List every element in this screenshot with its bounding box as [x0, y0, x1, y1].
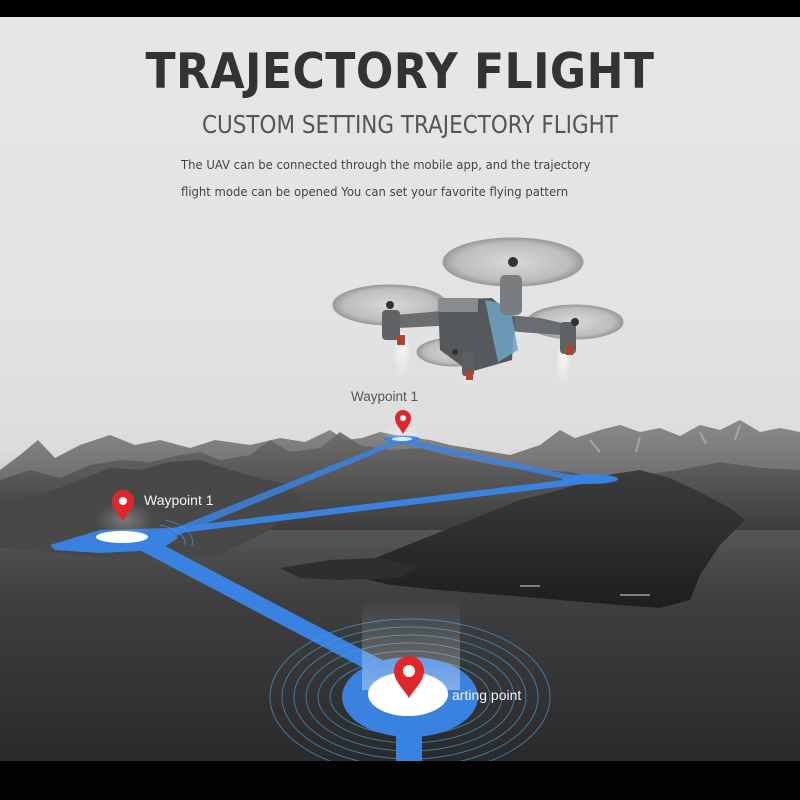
snow-streaks: [520, 424, 741, 596]
trajectory-flight-banner: TRAJECTORY FLIGHT CUSTOM SETTING TRAJECT…: [0, 17, 800, 761]
page-title: TRAJECTORY FLIGHT: [145, 43, 655, 100]
page-subtitle: CUSTOM SETTING TRAJECTORY FLIGHT: [202, 110, 618, 139]
left-cliff: [0, 460, 300, 560]
waypoint-label-far: Waypoint 1: [351, 389, 419, 404]
trajectory-path: [130, 438, 583, 690]
map-pin-icon: [112, 490, 134, 521]
starting-point-label: arting point: [452, 687, 522, 703]
description: The UAV can be connected through the mob…: [181, 151, 641, 205]
bottom-letterbox-band: [0, 761, 800, 800]
description-line: The UAV can be connected through the mob…: [181, 157, 591, 172]
small-rocks: [280, 558, 420, 580]
right-island: [350, 470, 745, 608]
map-pin-icon: [394, 656, 424, 698]
waypoint-label-left: Waypoint 1: [144, 492, 214, 508]
map-pin-icon: [395, 410, 411, 434]
top-letterbox-band: [0, 0, 800, 17]
drone-icon: [332, 237, 624, 395]
description-line: flight mode can be opened You can set yo…: [181, 184, 569, 199]
start-point-pad: [342, 600, 478, 761]
landscape-scene: [0, 237, 800, 761]
path-endpoint-right: [562, 474, 618, 484]
